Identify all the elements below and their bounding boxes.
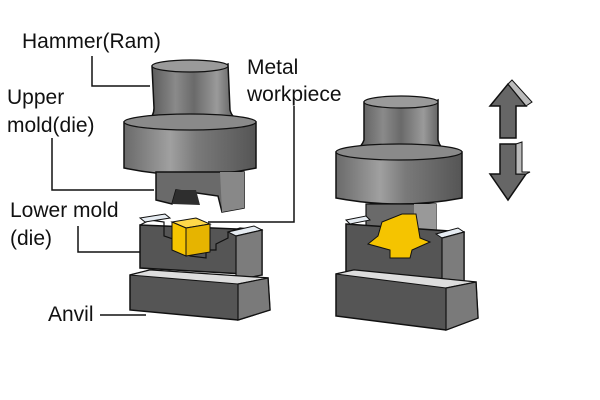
right-hammer (353, 95, 447, 151)
leader-lines (51, 56, 295, 316)
right-workpiece-forged (366, 213, 432, 259)
label-hammer: Hammer(Ram) (22, 30, 161, 53)
leader-lower-mold (77, 226, 140, 253)
label-upper-mold-line1: Upper (7, 86, 65, 109)
label-anvil: Anvil (48, 303, 94, 326)
label-workpiece-line1: Metal (247, 56, 299, 79)
left-anvil (129, 269, 271, 321)
right-upper-die-collar (335, 143, 463, 205)
right-anvil (335, 269, 479, 331)
left-lower-die (138, 213, 264, 281)
left-workpiece (170, 217, 212, 257)
left-upper-die-collar (123, 113, 257, 176)
leader-upper-mold (51, 138, 154, 191)
left-upper-die (155, 171, 245, 213)
leader-workpiece (208, 106, 295, 223)
left-hammer (145, 59, 241, 121)
label-workpiece-line2: workpiece (247, 83, 342, 106)
down-arrow-icon (488, 141, 531, 202)
leader-hammer (91, 56, 150, 87)
up-arrow-icon (488, 79, 533, 139)
label-upper-mold-line2: mold(die) (7, 114, 95, 137)
label-lower-mold-line1: Lower mold (10, 199, 119, 222)
label-lower-mold-line2: (die) (10, 227, 53, 250)
